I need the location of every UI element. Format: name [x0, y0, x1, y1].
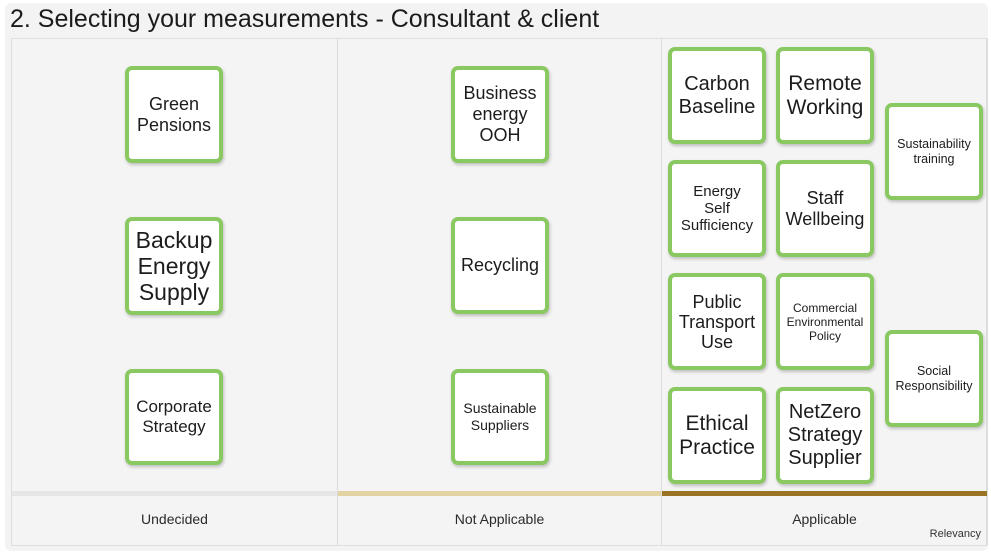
card-label: Staff Wellbeing [785, 187, 865, 229]
column-band-applicable [662, 491, 987, 496]
page-title: 2. Selecting your measurements - Consult… [10, 5, 600, 33]
card-sustainable-suppliers[interactable]: Sustainable Suppliers [451, 369, 549, 465]
card-backup-energy-supply[interactable]: Backup Energy Supply [125, 217, 223, 315]
card-ethical-practice[interactable]: Ethical Practice [668, 387, 766, 484]
card-energy-self-sufficiency[interactable]: Energy Self Sufficiency [668, 160, 766, 257]
column-undecided: Undecided [12, 39, 338, 545]
card-remote-working[interactable]: Remote Working [776, 47, 874, 144]
card-label: NetZero Strategy Supplier [787, 401, 863, 469]
card-label: Backup Energy Supply [135, 227, 213, 305]
column-applicable: Applicable Relevancy [662, 39, 988, 545]
relevancy-axis-label: Relevancy [929, 528, 981, 540]
card-sustainability-training[interactable]: Sustainability training [885, 103, 983, 200]
card-label: Corporate Strategy [136, 397, 212, 436]
card-label: Green Pensions [136, 93, 212, 135]
column-band-undecided [12, 491, 337, 496]
card-label: Sustainability training [897, 136, 971, 166]
card-label: Business energy OOH [463, 83, 537, 145]
card-label: Public Transport Use [678, 291, 756, 352]
card-label: Sustainable Suppliers [463, 400, 537, 433]
column-label-undecided: Undecided [141, 511, 208, 527]
card-label: Commercial Environmental Policy [786, 300, 864, 343]
card-commercial-environmental-policy[interactable]: Commercial Environmental Policy [776, 273, 874, 370]
card-public-transport-use[interactable]: Public Transport Use [668, 273, 766, 370]
card-label: Remote Working [786, 71, 864, 119]
column-label-not-applicable: Not Applicable [454, 511, 545, 527]
card-recycling[interactable]: Recycling [451, 217, 549, 314]
column-not-applicable: Not Applicable [338, 39, 662, 545]
card-label: Ethical Practice [679, 411, 755, 459]
card-label: Carbon Baseline [678, 72, 756, 118]
card-label: Energy Self Sufficiency [680, 183, 754, 234]
card-staff-wellbeing[interactable]: Staff Wellbeing [776, 160, 874, 257]
card-corporate-strategy[interactable]: Corporate Strategy [125, 369, 223, 465]
card-social-responsibility[interactable]: Social Responsibility [885, 330, 983, 427]
card-netzero-strategy-supplier[interactable]: NetZero Strategy Supplier [776, 387, 874, 484]
card-green-pensions[interactable]: Green Pensions [125, 66, 223, 163]
column-band-not-applicable [338, 491, 661, 496]
relevancy-board: Undecided Not Applicable Applicable Rele… [11, 38, 988, 546]
card-label: Social Responsibility [895, 363, 973, 393]
card-business-energy-ooh[interactable]: Business energy OOH [451, 66, 549, 163]
column-label-applicable: Applicable [792, 511, 857, 527]
card-carbon-baseline[interactable]: Carbon Baseline [668, 47, 766, 144]
card-label: Recycling [460, 255, 540, 275]
